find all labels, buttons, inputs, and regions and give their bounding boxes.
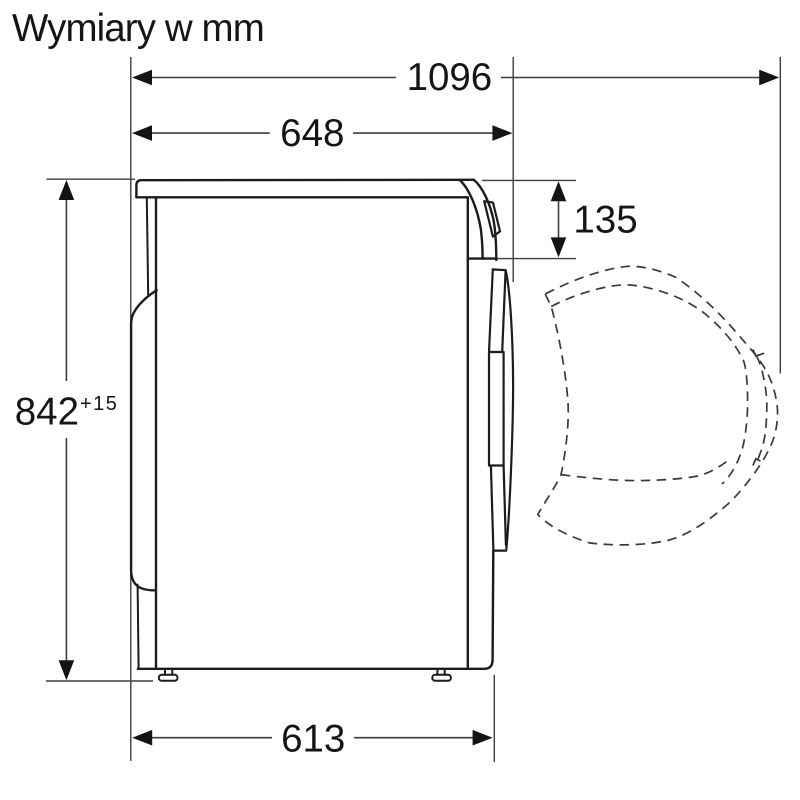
svg-text:648: 648 (280, 112, 344, 155)
svg-text:1096: 1096 (407, 56, 493, 99)
svg-text:613: 613 (281, 717, 345, 760)
svg-text:Wymiary w mm: Wymiary w mm (12, 7, 264, 50)
svg-text:135: 135 (573, 198, 637, 241)
svg-text:842: 842 (15, 390, 79, 433)
svg-text:+15: +15 (80, 393, 118, 415)
